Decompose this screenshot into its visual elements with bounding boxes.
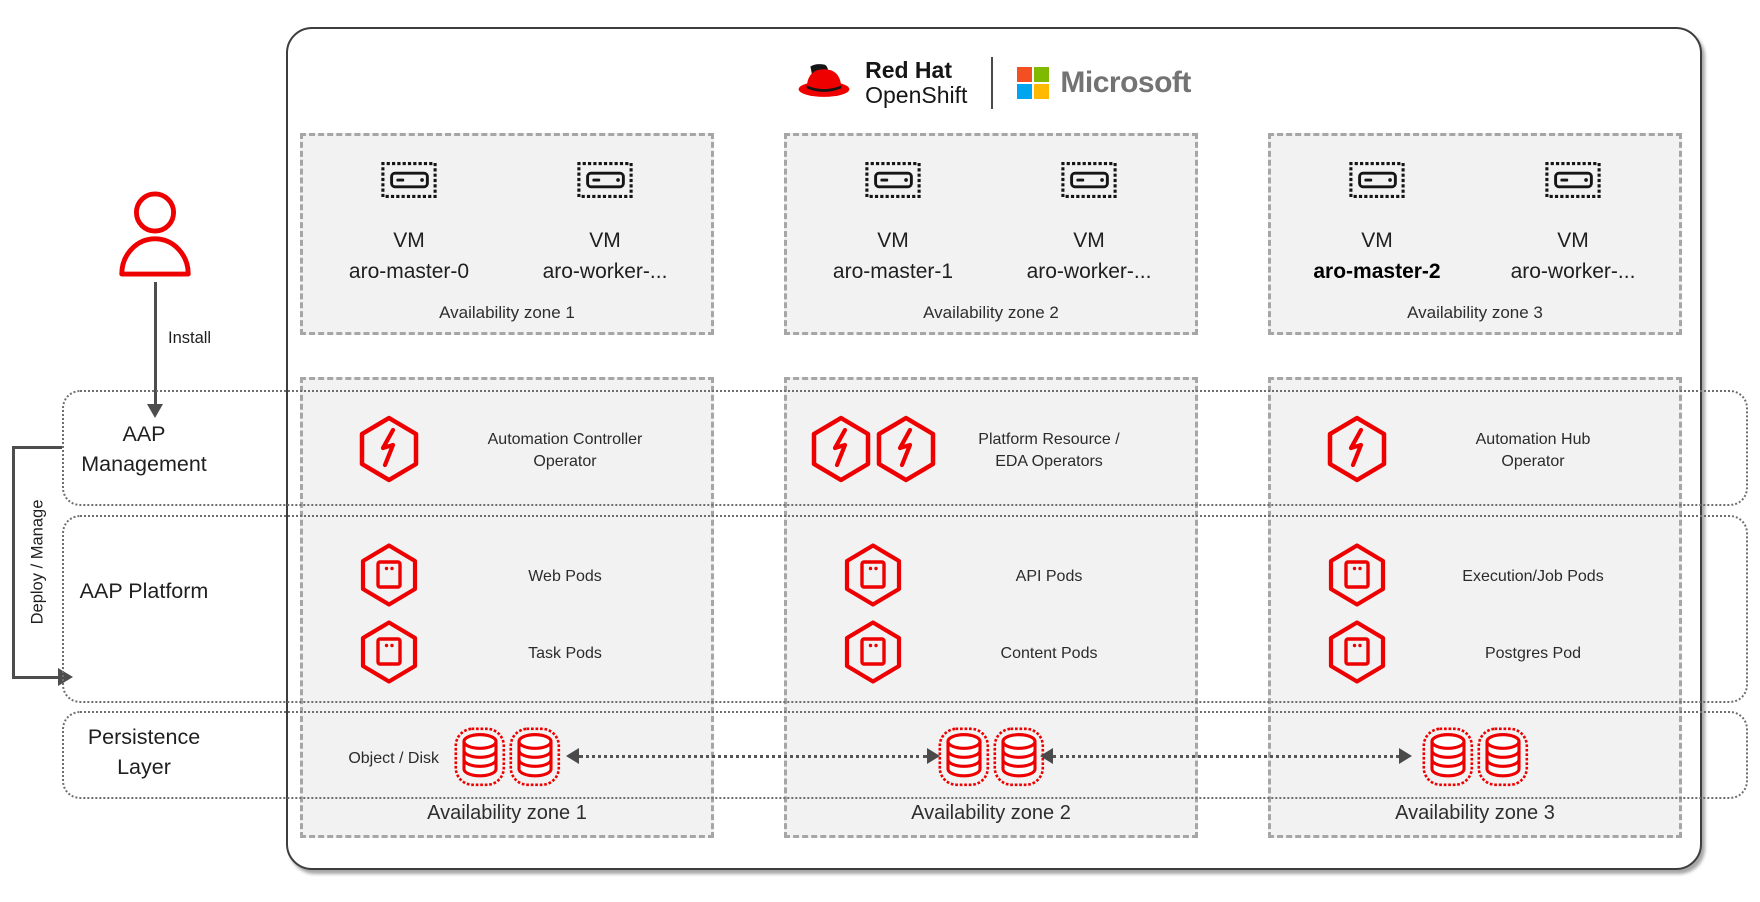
availability-zone-label: Availability zone 3 xyxy=(1407,303,1543,322)
pod-label: Web Pods xyxy=(528,567,602,585)
availability-zone-label: Availability zone 2 xyxy=(911,802,1071,824)
install-arrow-line xyxy=(154,282,157,406)
operator-row: Automation Hub Operator xyxy=(1271,408,1679,494)
vm-type-label: VM xyxy=(393,229,425,252)
zone-2-workload-box: Platform Resource / EDA Operators API Po… xyxy=(784,377,1198,838)
microsoft-logo: Microsoft xyxy=(1017,66,1191,100)
pod-row: Web Pods xyxy=(303,540,711,614)
vm-aro-master-2: VM aro-master-2 xyxy=(1287,160,1467,284)
aap-platform-region xyxy=(62,515,1748,703)
vm-name-label: aro-worker-... xyxy=(542,260,668,283)
pod-label: Postgres Pod xyxy=(1484,644,1582,662)
aap-platform-label: AAP Platform xyxy=(79,579,209,603)
vm-name-label: aro-master-2 xyxy=(1313,260,1441,283)
storage-replication-arrow-1 xyxy=(566,748,940,764)
persistence-layer-region xyxy=(62,711,1748,799)
availability-zone-2-vm-box: VM aro-master-1 VM aro-worker-... Availa… xyxy=(784,133,1198,335)
vm-type-label: VM xyxy=(1557,229,1589,252)
storage-replication-arrow-2 xyxy=(1040,748,1412,764)
redhat-openshift-logo: Red Hat OpenShift xyxy=(795,58,967,108)
vm-aro-master-1: VM aro-master-1 xyxy=(803,160,983,284)
microsoft-wordmark: Microsoft xyxy=(1060,66,1191,99)
aap-management-region xyxy=(62,390,1748,506)
vm-type-label: VM xyxy=(1073,229,1105,252)
redhat-fedora-icon xyxy=(795,61,853,106)
deploy-manage-arrowhead-icon xyxy=(58,668,73,686)
dotted-connector-line xyxy=(1053,754,1399,758)
persistence-layer-label: Persistence Layer xyxy=(87,725,201,780)
install-label: Install xyxy=(168,329,212,347)
storage-row: Object / Disk xyxy=(303,725,711,793)
operator-row: Platform Resource / EDA Operators xyxy=(787,408,1195,494)
pod-row: Postgres Pod xyxy=(1271,617,1679,691)
operator-label: Automation Hub Operator xyxy=(1475,430,1591,470)
deploy-manage-bracket-bottom xyxy=(12,676,59,679)
pod-row: Content Pods xyxy=(787,617,1195,691)
microsoft-squares-icon xyxy=(1017,67,1050,99)
vm-name-label: aro-worker-... xyxy=(1026,260,1152,283)
arrowhead-right-icon xyxy=(1399,748,1412,764)
arrowhead-left-icon xyxy=(566,748,579,764)
vm-name-label: aro-worker-... xyxy=(1510,260,1636,283)
pod-row: Task Pods xyxy=(303,617,711,691)
vm-type-label: VM xyxy=(1361,229,1393,252)
deploy-manage-label: Deploy / Manage xyxy=(28,499,47,625)
vm-icon xyxy=(864,160,922,205)
vm-type-label: VM xyxy=(589,229,621,252)
deploy-manage-bracket-top xyxy=(12,446,62,449)
vm-aro-worker-z1: VM aro-worker-... xyxy=(515,160,695,284)
header-logos: Red Hat OpenShift Microsoft xyxy=(286,48,1700,118)
redhat-wordmark-line2: OpenShift xyxy=(865,82,968,108)
vm-icon xyxy=(380,160,438,205)
zone-3-workload-box: Automation Hub Operator Execution/Job Po… xyxy=(1268,377,1682,838)
user-icon xyxy=(112,188,198,283)
install-arrowhead-icon xyxy=(147,404,163,418)
aap-management-label: AAP Management xyxy=(81,422,207,477)
availability-zone-label: Availability zone 1 xyxy=(427,802,587,824)
operator-label: Platform Resource / EDA Operators xyxy=(978,430,1120,470)
availability-zone-label: Availability zone 1 xyxy=(439,303,575,322)
redhat-wordmark-line1: Red Hat xyxy=(865,57,952,84)
pod-label: API Pods xyxy=(1015,567,1083,585)
zone-1-workload-box: Automation Controller Operator Web Pods … xyxy=(300,377,714,838)
arrowhead-right-icon xyxy=(927,748,940,764)
vm-icon xyxy=(576,160,634,205)
vm-aro-worker-z2: VM aro-worker-... xyxy=(999,160,1179,284)
vm-type-label: VM xyxy=(877,229,909,252)
vm-aro-master-0: VM aro-master-0 xyxy=(319,160,499,284)
redhat-wordmark: Red Hat OpenShift xyxy=(865,58,967,108)
availability-zone-3-vm-box: VM aro-master-2 VM aro-worker-... Availa… xyxy=(1268,133,1682,335)
dotted-connector-line xyxy=(579,754,927,758)
pod-label: Execution/Job Pods xyxy=(1462,567,1604,585)
pod-label: Task Pods xyxy=(528,644,602,662)
vm-icon xyxy=(1348,160,1406,205)
logo-divider xyxy=(991,57,994,109)
vm-icon xyxy=(1060,160,1118,205)
operator-label: Automation Controller Operator xyxy=(487,430,643,470)
pod-row: API Pods xyxy=(787,540,1195,614)
vm-name-label: aro-master-1 xyxy=(832,260,954,283)
operator-row: Automation Controller Operator xyxy=(303,408,711,494)
vm-aro-worker-z3: VM aro-worker-... xyxy=(1483,160,1663,284)
availability-zone-label: Availability zone 3 xyxy=(1395,802,1555,824)
vm-icon xyxy=(1544,160,1602,205)
pod-row: Execution/Job Pods xyxy=(1271,540,1679,614)
pod-label: Content Pods xyxy=(1000,644,1098,662)
availability-zone-label: Availability zone 2 xyxy=(923,303,1059,322)
availability-zone-1-vm-box: VM aro-master-0 VM aro-worker-... Availa… xyxy=(300,133,714,335)
vm-name-label: aro-master-0 xyxy=(348,260,470,283)
deploy-manage-bracket-vertical xyxy=(12,446,15,678)
arrowhead-left-icon xyxy=(1040,748,1053,764)
storage-label: Object / Disk xyxy=(348,750,439,767)
